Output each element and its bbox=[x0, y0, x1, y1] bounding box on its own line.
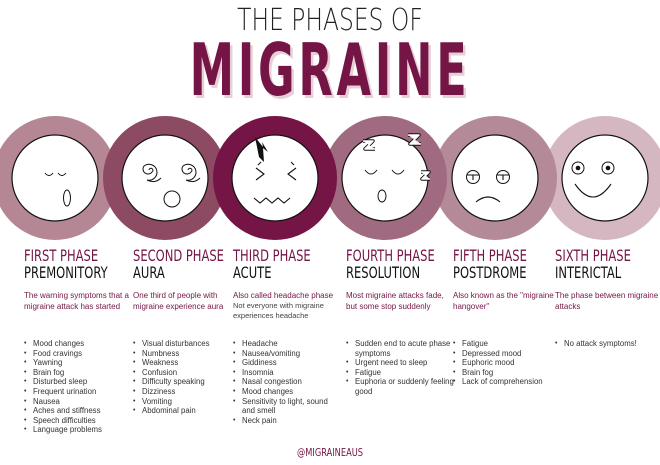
phase-name: PREMONITORY bbox=[24, 263, 108, 282]
pain-face-icon bbox=[231, 134, 319, 222]
symptom-item: Euphoric mood bbox=[453, 358, 543, 368]
symptom-item: Dizziness bbox=[133, 387, 209, 397]
phase-column-5: FIFTH PHASE POSTDROME Also known as the … bbox=[453, 246, 561, 387]
tired-frown-face-icon bbox=[451, 134, 539, 222]
symptom-item: Language problems bbox=[24, 425, 102, 435]
phase-description: Also known as the "migraine hangover" bbox=[453, 291, 554, 311]
symptom-list: Visual disturbances Numbness Weakness Co… bbox=[133, 339, 209, 416]
phase-name: AURA bbox=[133, 263, 165, 282]
phase-description: Also called headache phase bbox=[233, 291, 334, 300]
symptom-item: Nausea bbox=[24, 397, 102, 407]
zzz-icon bbox=[363, 133, 431, 181]
symptom-item: Mood changes bbox=[233, 387, 341, 397]
phase-ordinal: FIFTH PHASE bbox=[453, 246, 527, 265]
symptom-item: Nasal congestion bbox=[233, 377, 341, 387]
symptom-list: Mood changes Food cravings Yawning Brain… bbox=[24, 339, 102, 435]
phase-ordinal: THIRD PHASE bbox=[233, 246, 311, 265]
phase-name: ACUTE bbox=[233, 263, 272, 282]
symptom-item: Yawning bbox=[24, 358, 102, 368]
phase-column-1: FIRST PHASE PREMONITORY The warning symp… bbox=[24, 246, 132, 435]
phase-circles bbox=[0, 116, 660, 240]
symptom-item: Disturbed sleep bbox=[24, 377, 102, 387]
phase-column-6: SIXTH PHASE INTERICTAL The phase between… bbox=[555, 246, 660, 348]
symptom-item: Difficulty speaking bbox=[133, 377, 209, 387]
symptom-item: Mood changes bbox=[24, 339, 102, 349]
symptom-item: Abdominal pain bbox=[133, 406, 209, 416]
symptom-item: Brain fog bbox=[453, 368, 543, 378]
symptom-item: No attack symptoms! bbox=[555, 339, 637, 349]
symptom-list: No attack symptoms! bbox=[555, 339, 637, 349]
page-title: MIGRAINE bbox=[189, 28, 471, 112]
symptom-item: Neck pain bbox=[233, 416, 341, 426]
phase-name: INTERICTAL bbox=[555, 263, 622, 282]
symptom-item: Food cravings bbox=[24, 349, 102, 359]
dizzy-face-icon bbox=[121, 134, 209, 222]
symptom-item: Vomiting bbox=[133, 397, 209, 407]
phase-ordinal: SIXTH PHASE bbox=[555, 246, 631, 265]
phase-name: POSTDROME bbox=[453, 263, 527, 282]
smiling-face-icon bbox=[561, 134, 649, 222]
symptom-item: Giddiness bbox=[233, 358, 341, 368]
symptom-item: Visual disturbances bbox=[133, 339, 209, 349]
symptom-item: Speech difficulties bbox=[24, 416, 102, 426]
yawning-face-icon bbox=[11, 134, 99, 222]
symptom-item: Sudden end to acute phase symptoms bbox=[346, 339, 454, 358]
symptom-list: Sudden end to acute phase symptoms Urgen… bbox=[346, 339, 454, 397]
symptom-item: Numbness bbox=[133, 349, 209, 359]
phase-column-4: FOURTH PHASE RESOLUTION Most migraine at… bbox=[346, 246, 454, 396]
symptom-item: Lack of comprehension bbox=[453, 377, 543, 387]
phase-name: RESOLUTION bbox=[346, 263, 421, 282]
subtitle: THE PHASES OF bbox=[237, 3, 423, 38]
phase-column-2: SECOND PHASE AURA One third of people wi… bbox=[133, 246, 241, 415]
phase-description: The phase between migraine attacks bbox=[555, 291, 659, 311]
phase-column-3: THIRD PHASE ACUTE Also called headache p… bbox=[233, 246, 341, 425]
symptom-item: Fatigue bbox=[346, 368, 454, 378]
symptom-item: Aches and stiffness bbox=[24, 406, 102, 416]
symptom-item: Depressed mood bbox=[453, 349, 543, 359]
phase-ordinal: SECOND PHASE bbox=[133, 246, 224, 265]
phase-description: The warning symptoms that a migraine att… bbox=[24, 291, 129, 311]
symptom-list: Fatigue Depressed mood Euphoric mood Bra… bbox=[453, 339, 543, 387]
symptom-item: Frequent urination bbox=[24, 387, 102, 397]
phase-ordinal: FIRST PHASE bbox=[24, 246, 99, 265]
symptom-item: Confusion bbox=[133, 368, 209, 378]
sleeping-face-icon bbox=[341, 133, 431, 222]
symptom-item: Brain fog bbox=[24, 368, 102, 378]
social-handle: @MIGRAINEAUS bbox=[297, 446, 363, 459]
symptom-item: Fatigue bbox=[453, 339, 543, 349]
symptom-item: Headache bbox=[233, 339, 341, 349]
symptom-item: Nausea/vomiting bbox=[233, 349, 341, 359]
symptom-item: Sensitivity to light, sound and smell bbox=[233, 397, 341, 416]
symptom-item: Urgent need to sleep bbox=[346, 358, 454, 368]
symptom-item: Euphoria or suddenly feeling good bbox=[346, 377, 454, 396]
phase-note: Not everyone with migraine experiences h… bbox=[233, 301, 324, 320]
symptom-item: Weakness bbox=[133, 358, 209, 368]
symptom-item: Insomnia bbox=[233, 368, 341, 378]
phase-description: Most migraine attacks fade, but some sto… bbox=[346, 291, 444, 311]
phase-ordinal: FOURTH PHASE bbox=[346, 246, 435, 265]
phase-description: One third of people with migraine experi… bbox=[133, 291, 224, 311]
symptom-list: Headache Nausea/vomiting Giddiness Insom… bbox=[233, 339, 341, 425]
